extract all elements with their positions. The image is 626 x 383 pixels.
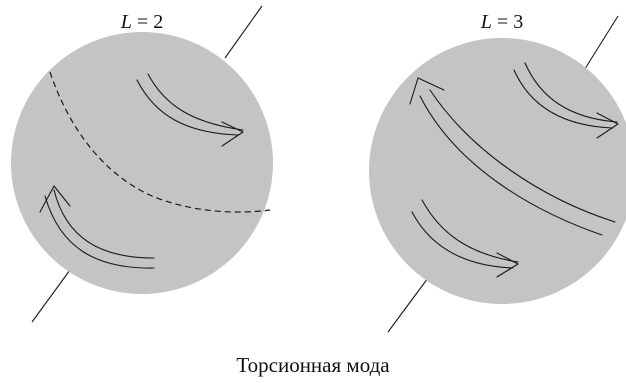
nodal-line-dashed (49, 71, 271, 213)
panel-label: L = 3 (480, 11, 523, 33)
panel-l3: L = 3 (369, 11, 626, 333)
panel-label: L = 2 (120, 11, 163, 33)
label-variable: L (480, 11, 492, 33)
label-value: = 2 (132, 11, 163, 33)
rotation-axis-bottom (31, 269, 71, 323)
panel-l2: L = 2 (11, 5, 273, 323)
rotation-axis-bottom (387, 277, 429, 333)
rotation-axis-top (224, 5, 263, 59)
flow-arrow-upper (513, 62, 619, 139)
sphere (11, 32, 273, 294)
rotation-axis-top (582, 15, 619, 73)
flow-arrow-upper (136, 73, 244, 147)
label-variable: L (120, 11, 132, 33)
figure-caption: Торсионная мода (236, 353, 390, 377)
label-value: = 3 (492, 11, 523, 33)
flow-arrow-middle (409, 77, 616, 236)
flow-arrow-lower (411, 199, 519, 278)
sphere (369, 38, 626, 304)
flow-arrow-lower (39, 185, 155, 269)
